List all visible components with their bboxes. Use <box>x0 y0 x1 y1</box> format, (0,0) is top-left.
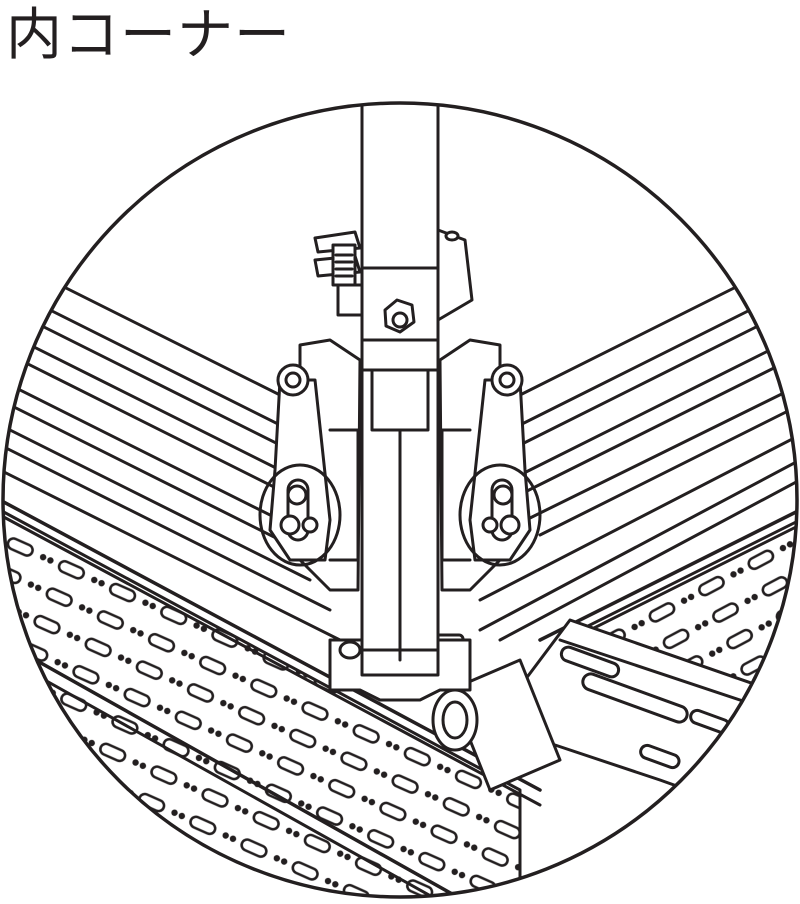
right-bracket <box>438 338 542 592</box>
detail-circle <box>1 101 799 899</box>
left-board-stack <box>3 253 342 642</box>
left-bracket <box>258 338 362 592</box>
wing-nut <box>313 230 364 317</box>
right-board-stack <box>478 253 797 642</box>
page-title: 内コーナー <box>6 3 291 68</box>
top-clamp <box>360 228 474 432</box>
